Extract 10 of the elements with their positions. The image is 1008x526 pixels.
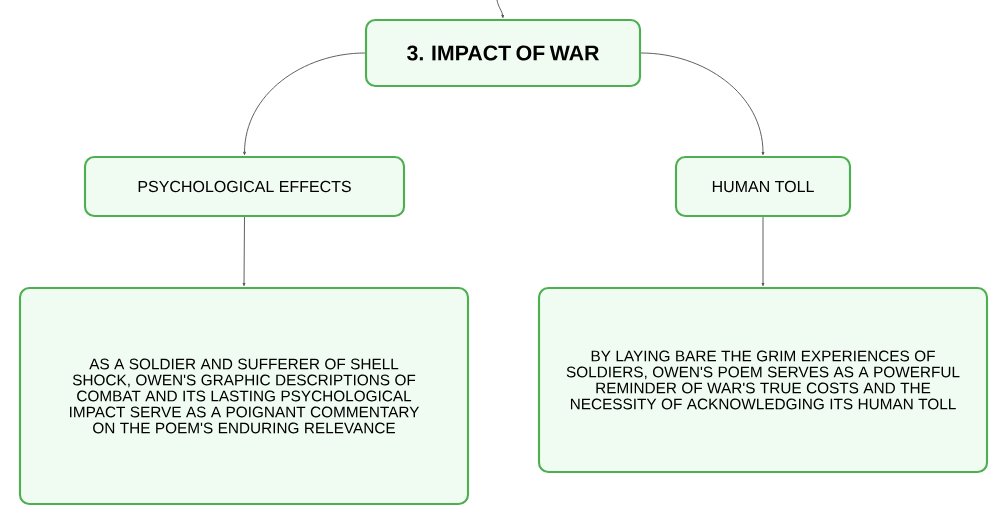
arrow xyxy=(243,52,366,156)
arrow xyxy=(242,216,246,287)
arrow xyxy=(761,216,765,287)
topic-box: PSYCHOLOGICAL EFFECTS xyxy=(83,155,406,218)
text-box: BY LAYING BARE THE GRIM EXPERIENCES OF SOLDIERS, OWEN'S POEM SERVES AS A POWERFUL REMINDER OF WAR'S TRUE COSTS AND THE NECESSITY OF ACKNOWLEDGING ITS HUMAN TOLL xyxy=(537,286,989,474)
topic-box: HUMAN TOLL xyxy=(674,155,852,218)
title-box: 3. IMPACT OF WAR xyxy=(364,18,642,88)
text-box: AS A SOLDIER AND SUFFERER OF SHELL SHOCK, OWEN'S GRAPHIC DESCRIPTIONS OF COMBAT AND ITS LASTING PSYCHOLOGICAL IMPACT SERVE AS A POIGNANT COMMENTARY ON THE POEM'S ENDURING RELEVANCE xyxy=(18,286,470,506)
arrow xyxy=(640,52,765,156)
arrow xyxy=(496,0,505,19)
